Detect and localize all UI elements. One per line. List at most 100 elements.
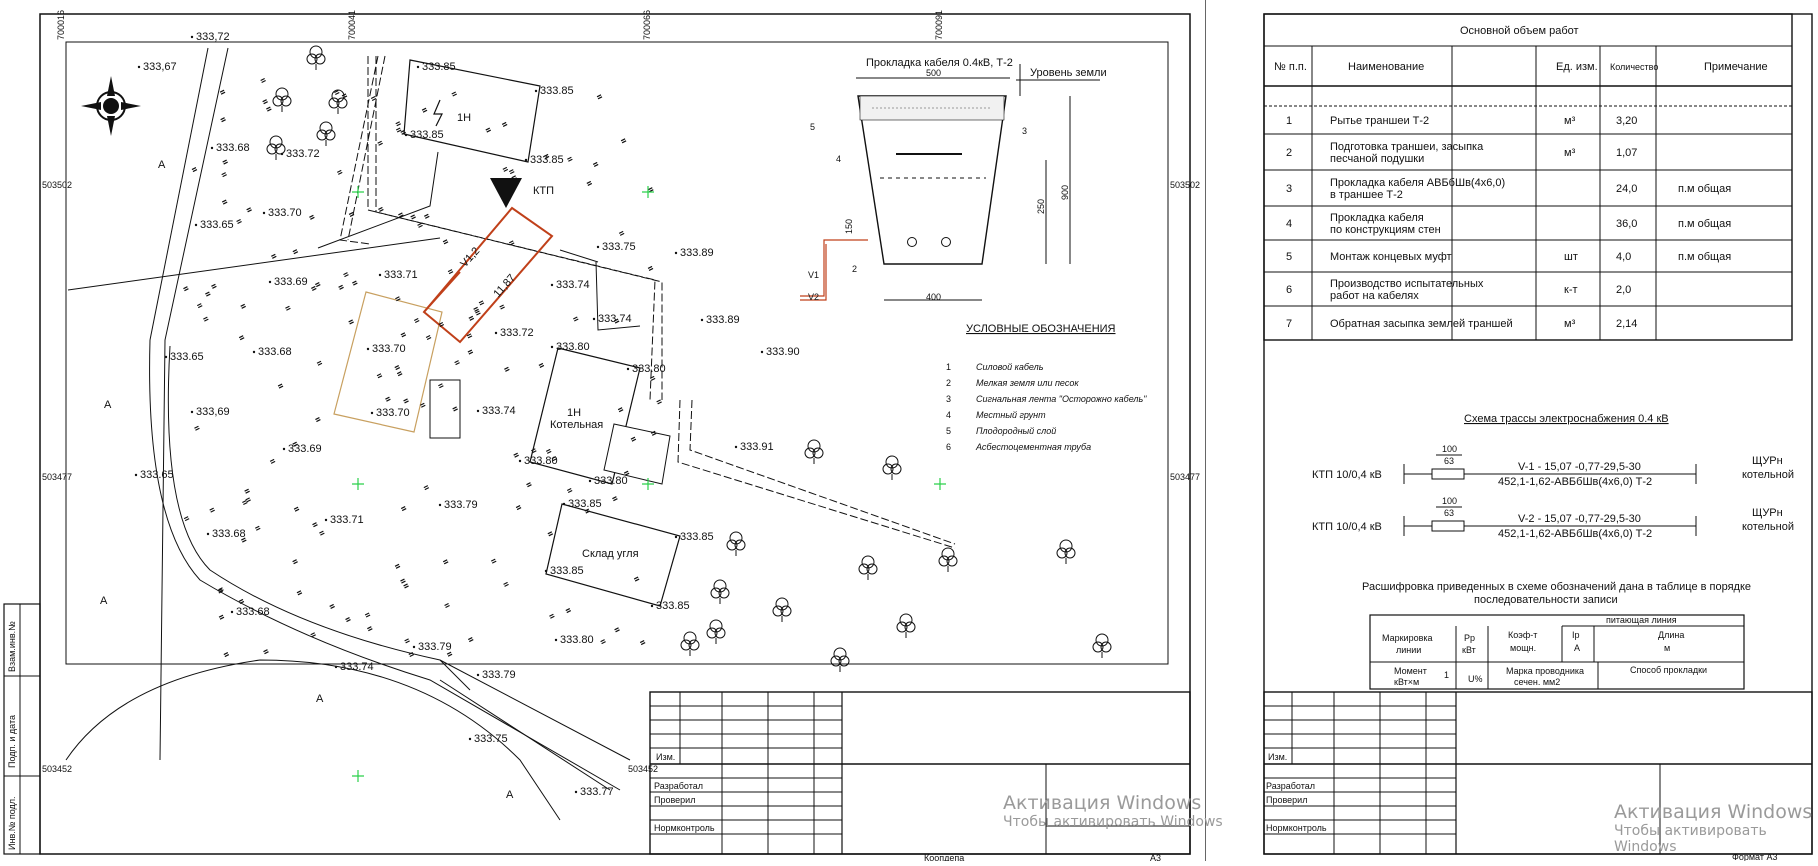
- grass-mark: [475, 310, 481, 316]
- grass-mark: [246, 207, 252, 213]
- svg-text:Момент: Момент: [1394, 666, 1427, 676]
- grass-mark: [396, 371, 403, 377]
- grass-mark: [310, 632, 316, 638]
- grass-mark: [183, 516, 190, 522]
- grid-cross-icon: [352, 478, 364, 490]
- tb-izm: Изм.: [656, 752, 675, 762]
- grass-mark: [503, 581, 509, 587]
- decode-line-1: Расшифровка приведенных в схеме обозначе…: [1362, 581, 1751, 593]
- title-block-left: [649, 691, 1191, 855]
- grid-cross-icon: [642, 478, 654, 490]
- legend-item-text: Асбестоцементная труба: [975, 442, 1091, 452]
- elevation-label: 333.65: [200, 219, 234, 231]
- svg-text:150: 150: [844, 219, 854, 234]
- elevation-label: 333.69: [274, 276, 308, 288]
- svg-text:Способ прокладки: Способ прокладки: [1630, 665, 1707, 675]
- side-stamp: Взам.инв.№ Подп. и дата Инв.№ подл.: [3, 603, 41, 855]
- grass-mark: [394, 563, 401, 569]
- tree-icon: [316, 121, 336, 146]
- grass-mark: [309, 214, 315, 220]
- grass-mark: [260, 77, 266, 84]
- grass-mark: [395, 121, 401, 127]
- grass-marks: [183, 77, 662, 658]
- grass-mark: [377, 140, 383, 146]
- works-row-note: п.м общая: [1678, 251, 1731, 263]
- grass-mark: [395, 127, 402, 133]
- svg-text:А: А: [1574, 643, 1580, 653]
- works-table-header: Количество: [1610, 62, 1658, 72]
- stamp-inv: Инв.№ подл.: [7, 796, 17, 850]
- grass-mark: [502, 166, 509, 172]
- building-coal-storage: Склад угля: [545, 503, 681, 607]
- grass-mark: [238, 598, 245, 604]
- grass-mark: [183, 286, 189, 292]
- grass-mark: [649, 375, 656, 381]
- works-row-num: 2: [1286, 147, 1292, 159]
- left-drawing-sheet: Взам.инв.№ Подп. и дата Инв.№ подл. 7000…: [3, 9, 1201, 863]
- grass-mark: [196, 303, 203, 309]
- building-1n: 1Н: [403, 59, 541, 163]
- grass-mark: [292, 559, 298, 565]
- elevation-label: 333.74: [598, 313, 632, 325]
- svg-text:Уровень земли: Уровень земли: [1030, 67, 1107, 79]
- svg-text:КТП 10/0,4 кВ: КТП 10/0,4 кВ: [1312, 521, 1382, 533]
- svg-text:700066: 700066: [642, 10, 652, 40]
- works-row-num: 3: [1286, 183, 1292, 195]
- elevation-label: 333.75: [602, 241, 636, 253]
- plan-frame: [65, 41, 1169, 665]
- grass-mark: [515, 505, 522, 511]
- grass-mark: [656, 399, 662, 405]
- elevation-label: 333.70: [268, 207, 302, 219]
- elevation-label: 333.80: [560, 634, 594, 646]
- grass-mark: [312, 522, 318, 528]
- tree-icons: [266, 45, 1112, 672]
- works-row-name: работ на кабелях: [1330, 290, 1419, 302]
- elevation-label: 333.70: [376, 407, 410, 419]
- tree-icon: [896, 613, 916, 638]
- grass-mark: [551, 456, 558, 462]
- svg-text:4: 4: [836, 154, 841, 164]
- grass-mark: [446, 651, 453, 657]
- svg-text:Марка проводника: Марка проводника: [1506, 666, 1584, 676]
- cable-label-len: 11,87: [491, 272, 518, 300]
- svg-text:Прокладка кабеля 0.4кВ, Т-2: Прокладка кабеля 0.4кВ, Т-2: [866, 57, 1013, 69]
- grass-mark: [639, 639, 646, 646]
- grass-mark: [613, 318, 620, 324]
- decode-table: [1369, 614, 1745, 690]
- grass-mark: [352, 280, 358, 286]
- grass-mark: [348, 319, 354, 325]
- grass-mark: [345, 617, 351, 623]
- works-row-qty: 36,0: [1616, 218, 1637, 230]
- grass-mark: [404, 638, 410, 644]
- elevation-label: 333.85: [568, 498, 602, 510]
- legend-item-num: 5: [946, 426, 951, 436]
- elevation-label: 333.77: [580, 786, 614, 798]
- svg-text:котельной: котельной: [1742, 469, 1794, 481]
- grass-mark: [438, 321, 445, 328]
- svg-text:А: А: [316, 693, 324, 705]
- svg-text:63: 63: [1444, 508, 1454, 518]
- svg-text:Маркировка: Маркировка: [1382, 633, 1433, 643]
- elevation-label: 333.80: [524, 455, 558, 467]
- rtb-proveril: Проверил: [1266, 795, 1307, 805]
- rtb-normkontrol: Нормконтроль: [1266, 823, 1327, 833]
- grass-mark: [364, 612, 371, 618]
- road-lines: [65, 47, 631, 821]
- tree-icon: [266, 135, 286, 160]
- svg-text:Рр: Рр: [1464, 633, 1475, 643]
- grass-mark: [485, 127, 492, 133]
- svg-text:100: 100: [1442, 444, 1457, 454]
- grass-mark: [573, 316, 579, 322]
- grass-mark: [296, 590, 303, 596]
- area-letters: А А А А А: [100, 159, 514, 801]
- grass-mark: [292, 441, 298, 447]
- elevation-label: 333.91: [740, 441, 774, 453]
- legend-item-text: Сигнальная лента "Осторожно кабель": [976, 394, 1147, 404]
- svg-text:900: 900: [1060, 185, 1070, 200]
- svg-text:кВт: кВт: [1462, 645, 1476, 655]
- tree-icon: [858, 555, 878, 580]
- svg-text:V-1 - 15,07 -0,77-29,5-30: V-1 - 15,07 -0,77-29,5-30: [1518, 461, 1641, 473]
